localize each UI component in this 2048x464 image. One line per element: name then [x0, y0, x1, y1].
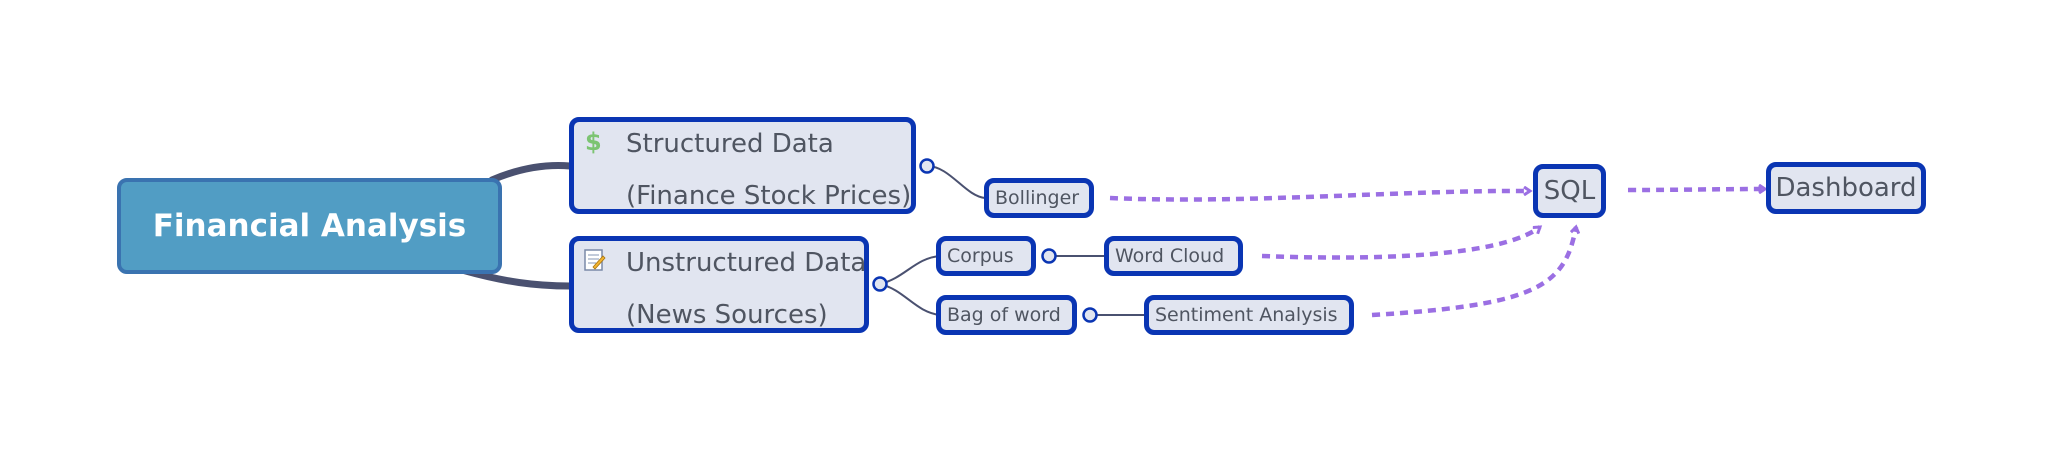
- arrow-bollinger-sql: [1109, 191, 1530, 202]
- dashboard-label: Dashboard: [1775, 173, 1917, 203]
- root-label: Financial Analysis: [152, 208, 467, 244]
- notepad-icon: [584, 249, 606, 271]
- connector-unstructured-bagofword: [879, 283, 941, 316]
- bag-of-word-label: Bag of word: [947, 304, 1061, 326]
- sentiment-analysis-label: Sentiment Analysis: [1155, 304, 1338, 326]
- dollar-icon: $: [585, 128, 602, 154]
- bollinger-node[interactable]: Bollinger: [984, 178, 1094, 218]
- corpus-label: Corpus: [947, 245, 1014, 267]
- bag-of-word-node[interactable]: Bag of word: [936, 295, 1077, 335]
- unstructured-data-node[interactable]: Unstructured Data (News Sources): [569, 236, 869, 333]
- structured-data-node[interactable]: $ Structured Data (Finance Stock Prices): [569, 117, 916, 214]
- unstructured-data-subtitle: (News Sources): [626, 300, 828, 330]
- word-cloud-node[interactable]: Word Cloud: [1104, 236, 1243, 276]
- sql-node[interactable]: SQL: [1533, 164, 1606, 218]
- sentiment-analysis-node[interactable]: Sentiment Analysis: [1144, 295, 1354, 335]
- arrow-wordcloud-sql: [1261, 225, 1540, 260]
- connector-dot: [919, 158, 935, 174]
- svg-text:$: $: [585, 128, 602, 154]
- corpus-node[interactable]: Corpus: [936, 236, 1036, 276]
- arrow-sql-dashboard: [1627, 189, 1765, 190]
- dashboard-node[interactable]: Dashboard: [1766, 162, 1926, 214]
- unstructured-data-title: Unstructured Data: [626, 248, 867, 278]
- bollinger-label: Bollinger: [995, 187, 1080, 209]
- root-node[interactable]: Financial Analysis: [117, 178, 502, 274]
- root-branch-structured: [488, 162, 574, 184]
- connector-structured-bollinger: [926, 165, 986, 199]
- structured-data-title: Structured Data: [626, 129, 834, 159]
- connector-dot: [1082, 307, 1098, 323]
- connector-dot: [1041, 248, 1057, 264]
- connector-unstructured-corpus: [879, 255, 941, 285]
- arrow-sentiment-sql: [1371, 227, 1576, 318]
- word-cloud-label: Word Cloud: [1115, 245, 1225, 267]
- connector-dot: [872, 276, 888, 292]
- structured-data-subtitle: (Finance Stock Prices): [626, 181, 912, 211]
- sql-label: SQL: [1543, 176, 1596, 206]
